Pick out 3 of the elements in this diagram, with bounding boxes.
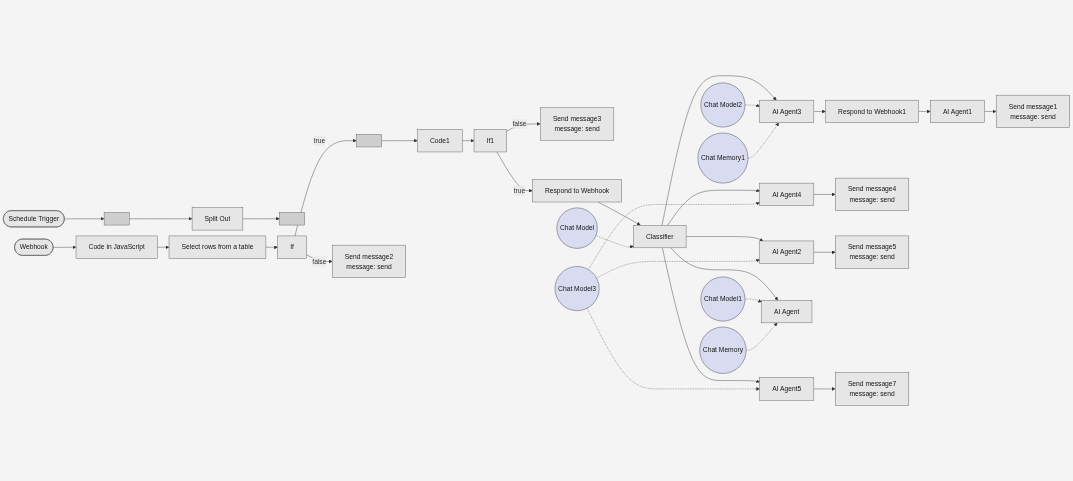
node-box [279,212,305,226]
node-box [103,212,130,226]
node-box [356,134,382,148]
